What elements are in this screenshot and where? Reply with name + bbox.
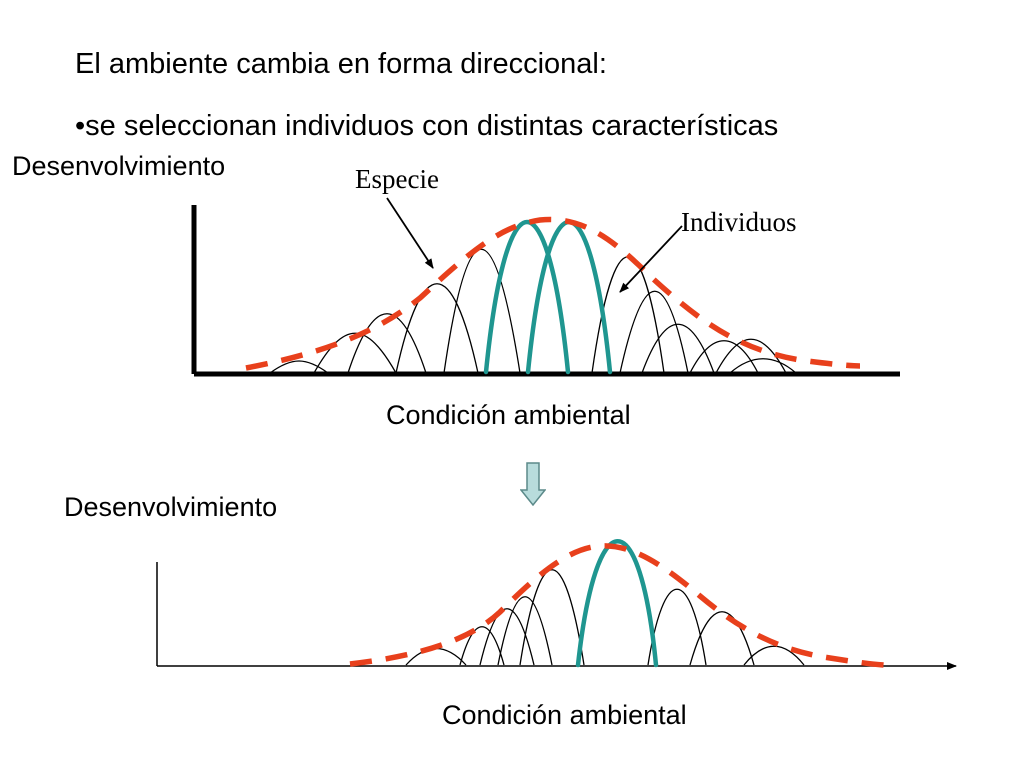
top-x-axis-label: Condición ambiental [386,400,631,430]
selected-individual-curve [483,219,571,375]
individual-curve [689,611,755,666]
bottom-species-curve [349,543,885,668]
top-individual-curves [269,248,797,374]
individuals-pointer-arrow [619,225,683,293]
species-pointer-arrow [386,197,434,269]
species-label: Especie [355,164,439,194]
individual-curve [443,248,521,374]
individual-curve [269,360,329,374]
top-diagram [191,197,900,377]
top-species-curve [245,216,861,371]
individual-curve [641,323,715,374]
down-arrow-icon [520,462,546,506]
individual-curve [395,283,479,374]
slide-heading: El ambiente cambia en forma direccional: [75,48,607,80]
individual-curve [347,313,427,374]
slide-bullet: •se seleccionan individuos con distintas… [75,110,779,142]
bottom-x-axis-label: Condición ambiental [442,700,687,730]
bottom-individual-curves [405,569,805,666]
bottom-diagram [156,539,957,670]
individual-curve [497,596,553,666]
bottom-y-axis-label: Desenvolvimiento [64,492,278,522]
individuals-label: Individuos [681,207,797,237]
top-selected-individuals [483,219,613,375]
individual-curve [619,290,689,374]
individual-curve [743,645,805,666]
individual-curve [647,588,707,666]
bottom-selected-individuals [575,539,659,668]
selected-individual-curve [525,219,613,375]
top-y-axis-label: Desenvolvimiento [12,151,226,181]
individual-curve [459,626,505,666]
individual-curve [313,332,397,374]
individual-curve [479,608,535,666]
individual-curve [729,358,797,374]
individual-curve [715,338,787,374]
individual-curve [519,569,585,666]
selected-individual-curve [575,539,659,668]
individual-curve [405,648,467,666]
